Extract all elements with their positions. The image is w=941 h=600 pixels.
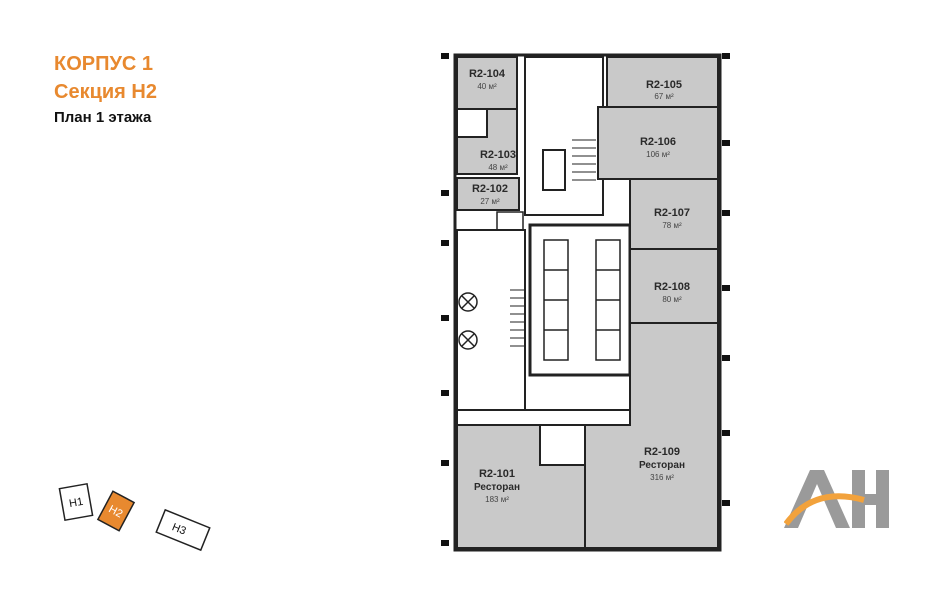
building-title: КОРПУС 1 (54, 53, 154, 75)
room-r2-102-area: 27 м² (480, 197, 500, 206)
room-r2-106-code: R2-106 (640, 136, 676, 148)
room-r2-101-code: R2-101 (479, 468, 515, 480)
room-r2-105-area: 67 м² (654, 92, 674, 101)
structural-columns (441, 53, 730, 546)
room-r2-109-code: R2-109 (644, 446, 680, 458)
hall-corridor (456, 229, 526, 411)
section-h2[interactable]: Н2 (96, 490, 136, 532)
room-r2-104-code: R2-104 (469, 68, 506, 80)
section-title: Секция Н2 (54, 81, 157, 103)
unit-r2-102[interactable] (456, 177, 520, 211)
svg-text:Н1: Н1 (68, 496, 84, 510)
lower-corridor (456, 409, 631, 426)
floor-title: План 1 этажа (54, 109, 152, 126)
unit-r2-108[interactable] (629, 248, 719, 324)
hall-stairs (510, 289, 524, 347)
wc-block (496, 211, 524, 231)
svg-text:Н3: Н3 (170, 521, 188, 537)
room-r2-101-area: 183 м² (485, 495, 509, 504)
room-r2-104-area: 40 м² (477, 82, 497, 91)
room-r2-106-area: 106 м² (646, 150, 670, 159)
section-map: Н1 Н2 Н3 (58, 482, 211, 552)
unit-r2-105[interactable] (606, 56, 719, 108)
room-r2-108-code: R2-108 (654, 281, 690, 293)
lift-shafts (543, 239, 621, 361)
room-r2-109-area: 316 м² (650, 473, 674, 482)
room-r2-105-code: R2-105 (646, 79, 682, 91)
upper-shaft (542, 149, 566, 191)
section-h1[interactable]: Н1 (58, 482, 94, 522)
unit-notch (456, 108, 488, 138)
lower-stair-block (539, 424, 586, 466)
room-r2-108-area: 80 м² (662, 295, 682, 304)
section-h3[interactable]: Н3 (155, 508, 211, 552)
room-r2-103-code: R2-103 (480, 149, 516, 161)
ventilation-symbols (458, 292, 478, 350)
room-r2-101-type: Ресторан (474, 482, 520, 493)
page-header: КОРПУС 1 Секция Н2 План 1 этажа (54, 50, 157, 128)
ah-logo-icon (784, 470, 889, 528)
room-r2-107-area: 78 м² (662, 221, 682, 230)
room-r2-107-code: R2-107 (654, 207, 690, 219)
room-r2-102-code: R2-102 (472, 183, 508, 195)
upper-core (524, 56, 604, 216)
upper-stairs (572, 139, 596, 181)
room-r2-103-area: 48 м² (488, 163, 508, 172)
unit-r2-106[interactable] (597, 106, 719, 180)
room-r2-109-type: Ресторан (639, 460, 685, 471)
svg-text:Н2: Н2 (107, 503, 125, 520)
unit-r2-107[interactable] (629, 178, 719, 250)
